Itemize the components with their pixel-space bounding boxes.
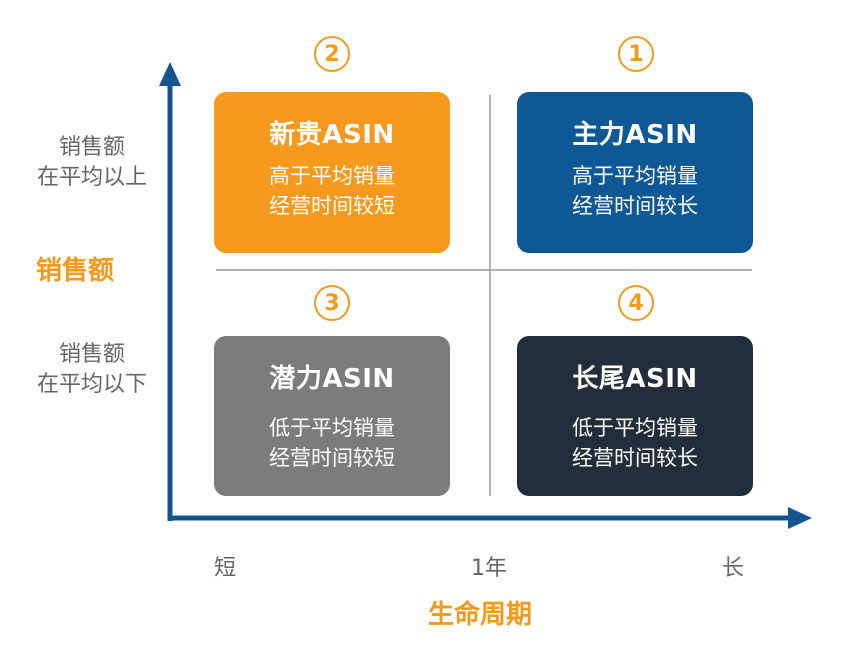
quadrant-description: 低于平均销量 经营时间较短 [269,413,395,473]
x-tick-one-year: 1年 [471,556,507,581]
x-axis-title: 生命周期 [428,600,533,630]
y-label-line: 销售额 [58,135,125,160]
quadrant-title: 长尾ASIN [572,364,698,394]
quadrant-desc-line: 经营时间较短 [269,446,395,470]
quadrant-description: 低于平均销量 经营时间较长 [572,413,698,473]
quadrant-title: 主力ASIN [572,120,698,150]
quadrant-number-3: 3 [314,285,350,321]
y-label-below-average: 销售额 在平均以下 [22,340,162,400]
x-tick-long: 长 [722,556,745,581]
quadrant-desc-line: 经营时间较长 [572,446,698,470]
quadrant-number-4: 4 [618,285,654,321]
quadrant-desc-line: 低于平均销量 [572,416,698,440]
quadrant-desc-line: 低于平均销量 [269,416,395,440]
y-label-line: 在平均以下 [36,372,147,397]
quadrant-bottom-right: 长尾ASIN 低于平均销量 经营时间较长 [517,336,753,496]
quadrant-title: 新贵ASIN [269,120,395,150]
y-label-above-average: 销售额 在平均以上 [22,133,162,193]
x-tick-short: 短 [214,556,237,581]
quadrant-desc-line: 经营时间较长 [572,194,698,218]
quadrant-description: 高于平均销量 经营时间较短 [269,161,395,221]
quadrant-desc-line: 高于平均销量 [269,164,395,188]
y-label-line: 销售额 [58,342,125,367]
quadrant-top-left: 新贵ASIN 高于平均销量 经营时间较短 [214,92,450,253]
y-axis-arrowhead [159,62,181,86]
y-label-line: 在平均以上 [36,165,147,190]
quadrant-bottom-left: 潜力ASIN 低于平均销量 经营时间较短 [214,336,450,496]
quadrant-number-1: 1 [618,36,654,72]
y-axis-title: 销售额 [36,256,115,286]
quadrant-top-right: 主力ASIN 高于平均销量 经营时间较长 [517,92,753,253]
quadrant-desc-line: 高于平均销量 [572,164,698,188]
quadrant-title: 潜力ASIN [269,364,395,394]
quadrant-desc-line: 经营时间较短 [269,194,395,218]
x-axis-arrowhead [788,507,812,529]
quadrant-number-2: 2 [314,36,350,72]
quadrant-description: 高于平均销量 经营时间较长 [572,161,698,221]
